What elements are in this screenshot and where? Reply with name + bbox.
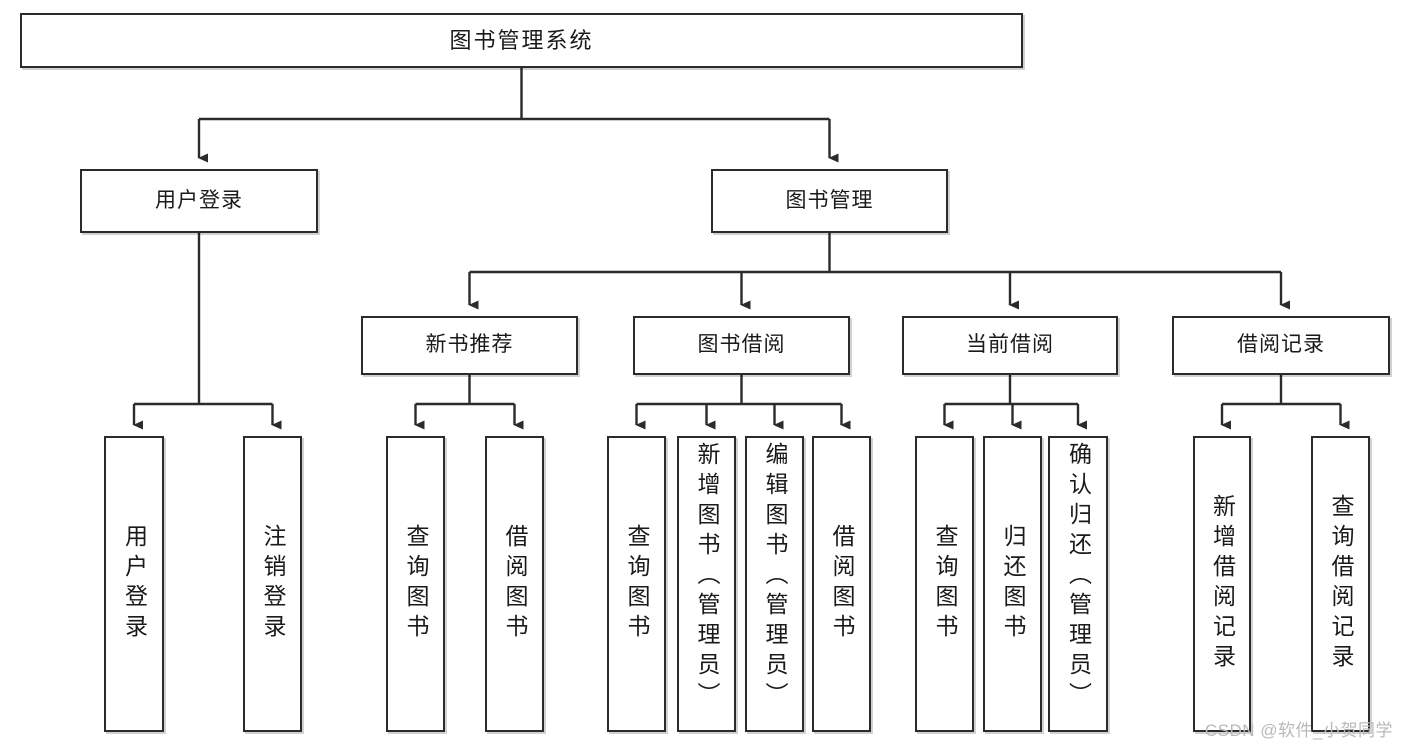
- node-leaf-query-book-1[interactable]: 查询图书: [386, 436, 445, 732]
- node-leaf-borrow-book-2[interactable]: 借阅图书: [812, 436, 871, 732]
- node-leaf-edit-book[interactable]: 编辑图书（管理员）: [745, 436, 804, 732]
- node-book-manage[interactable]: 图书管理: [711, 169, 948, 233]
- node-root[interactable]: 图书管理系统: [20, 13, 1023, 68]
- node-label: 归还图书: [1000, 524, 1026, 644]
- node-label: 查询借阅记录: [1328, 494, 1354, 674]
- node-label: 新书推荐: [425, 333, 514, 357]
- node-leaf-borrow-book-1[interactable]: 借阅图书: [485, 436, 544, 732]
- node-label: 用户登录: [121, 524, 148, 644]
- connector-group: [132, 68, 1350, 430]
- node-label: 编辑图书（管理员）: [762, 442, 788, 712]
- node-book-borrow[interactable]: 图书借阅: [633, 316, 850, 375]
- node-leaf-add-borrow-record[interactable]: 新增借阅记录: [1193, 436, 1251, 732]
- node-label: 新增图书（管理员）: [694, 442, 720, 712]
- node-label: 借阅图书: [829, 524, 855, 644]
- node-leaf-add-book[interactable]: 新增图书（管理员）: [677, 436, 736, 732]
- node-leaf-confirm-return[interactable]: 确认归还（管理员）: [1048, 436, 1108, 732]
- node-borrow-record[interactable]: 借阅记录: [1172, 316, 1390, 375]
- node-leaf-query-book-2[interactable]: 查询图书: [607, 436, 666, 732]
- node-user-login[interactable]: 用户登录: [80, 169, 318, 233]
- node-label: 查询图书: [403, 524, 429, 644]
- node-leaf-query-borrow-record[interactable]: 查询借阅记录: [1311, 436, 1370, 732]
- node-label: 当前借阅: [966, 333, 1054, 357]
- node-label: 查询图书: [932, 524, 958, 644]
- node-label: 图书借阅: [697, 333, 786, 357]
- node-label: 确认归还（管理员）: [1065, 442, 1092, 712]
- node-label: 查询图书: [624, 524, 650, 644]
- node-label: 借阅记录: [1237, 333, 1325, 357]
- node-label: 图书管理系统: [449, 27, 594, 53]
- node-label: 用户登录: [155, 188, 243, 212]
- node-leaf-user-login[interactable]: 用户登录: [104, 436, 164, 732]
- node-leaf-user-logout[interactable]: 注销登录: [243, 436, 302, 732]
- node-label: 图书管理: [785, 188, 874, 212]
- node-new-book-rec[interactable]: 新书推荐: [361, 316, 578, 375]
- node-leaf-return-book[interactable]: 归还图书: [983, 436, 1042, 732]
- node-leaf-query-book-3[interactable]: 查询图书: [915, 436, 974, 732]
- node-label: 注销登录: [260, 524, 286, 644]
- node-label: 借阅图书: [502, 524, 528, 644]
- node-label: 新增借阅记录: [1209, 494, 1236, 674]
- node-current-borrow[interactable]: 当前借阅: [902, 316, 1118, 375]
